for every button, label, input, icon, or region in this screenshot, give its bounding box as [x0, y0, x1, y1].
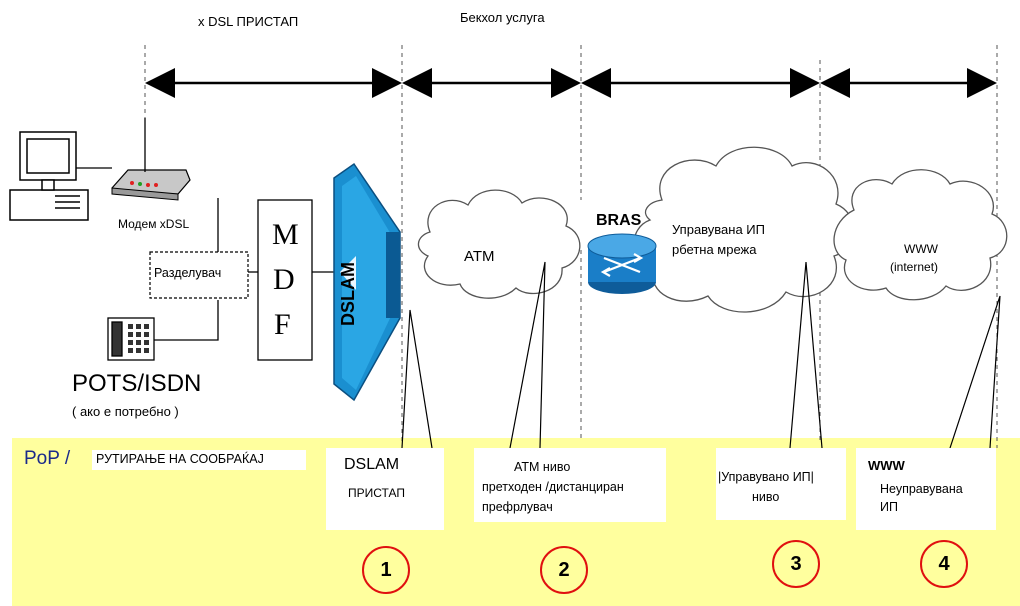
level-3-line2: ниво	[752, 490, 780, 504]
computer-icon	[9, 131, 89, 221]
cloud-www	[833, 169, 1008, 301]
pop-subtitle-box: РУТИРАЊЕ НА СООБРАЌАЈ	[92, 450, 306, 470]
cloud-atm	[417, 189, 581, 299]
level-1-number: 1	[362, 546, 410, 594]
level-3-number: 3	[772, 540, 820, 588]
pop-subtitle: РУТИРАЊЕ НА СООБРАЌАЈ	[96, 452, 264, 466]
bras-label: BRAS	[596, 212, 642, 229]
mdf-letter-f: F	[274, 308, 291, 341]
level-1-line2: ПРИСТАП	[348, 486, 405, 500]
modem-icon	[111, 169, 191, 201]
xdsl-access-label: x DSL ПРИСТАП	[198, 14, 299, 29]
managed-ip-line2: рбетна мрежа	[672, 242, 757, 257]
www-cloud-line1: WWW	[904, 242, 938, 256]
level-3-box: |Управувано ИП| ниво	[716, 448, 846, 520]
mdf-letter-d: D	[273, 263, 295, 296]
level-3-line1: |Управувано ИП|	[718, 470, 814, 484]
level-2-line3: префрлувач	[482, 500, 553, 514]
dslam-device-label: DSLAM	[338, 262, 358, 326]
backhaul-label: Бекхол услуга	[460, 10, 545, 25]
pots-note: ( ако е потребно )	[72, 404, 179, 419]
mdf-letter-m: M	[272, 218, 299, 251]
connection-lines	[76, 118, 334, 341]
dslam-device	[333, 162, 401, 402]
level-4-number: 4	[920, 540, 968, 588]
managed-ip-line1: Управувана ИП	[672, 222, 765, 237]
callout-pointers	[401, 261, 1001, 449]
level-4-line1: WWW	[868, 458, 905, 473]
bras-router-icon	[587, 233, 657, 294]
pots-label: POTS/ISDN	[72, 370, 202, 397]
level-4-box: WWW Неуправувана ИП	[856, 448, 996, 530]
splitter-label: Разделувач	[154, 266, 222, 280]
level-1-box: DSLAM ПРИСТАП	[326, 448, 444, 530]
pop-title: PoP /	[24, 448, 71, 469]
level-4-line3: ИП	[880, 500, 898, 514]
phone-icon	[107, 317, 155, 361]
level-1-line1: DSLAM	[344, 456, 400, 473]
mdf-box	[257, 199, 313, 361]
level-2-number: 2	[540, 546, 588, 594]
splitter-box	[149, 251, 249, 299]
www-cloud-line2: (internet)	[890, 260, 939, 274]
level-2-box: ATM ниво претходен /дистанциран префрлув…	[474, 448, 666, 522]
modem-label: Модем xDSL	[118, 217, 190, 231]
atm-cloud-label: ATM	[464, 248, 495, 265]
level-2-line1: ATM ниво	[514, 460, 571, 474]
level-4-line2: Неуправувана	[880, 482, 963, 496]
level-2-line2: претходен /дистанциран	[482, 480, 624, 494]
